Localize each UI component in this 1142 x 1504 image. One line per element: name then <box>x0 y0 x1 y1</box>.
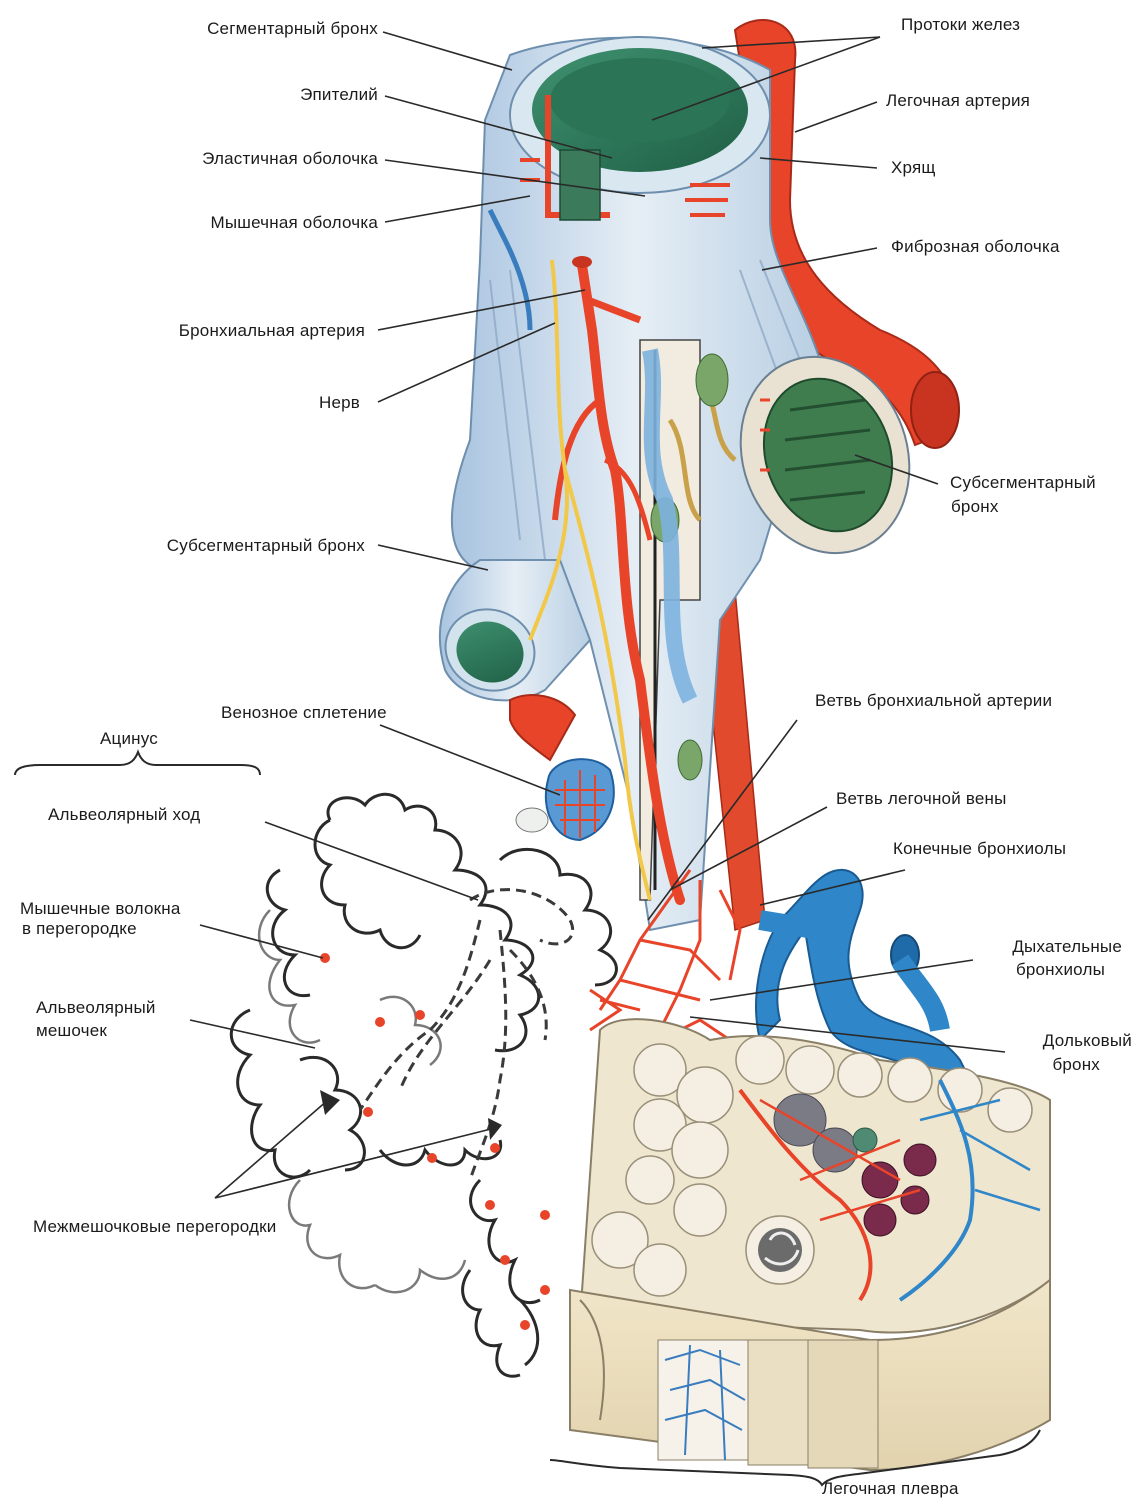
label-cartilage: Хрящ <box>891 157 936 179</box>
label-alveolar-duct: Альвеолярный ход <box>48 804 200 826</box>
label-nerve: Нерв <box>280 392 360 414</box>
label-intersaccular-septa: Межмешочковые перегородки <box>33 1216 276 1238</box>
subsegmental-bronchus-left-shape <box>434 560 590 760</box>
label-alveolar-sac-line1: Альвеолярный <box>36 997 156 1019</box>
label-fibrous-membrane: Фиброзная оболочка <box>891 236 1060 258</box>
label-alveolar-sac-line2: мешочек <box>36 1020 107 1042</box>
label-lobular-bronchus-line1: Дольковый <box>980 1030 1132 1052</box>
venous-plexus-shape <box>516 759 614 840</box>
acinus-outline <box>231 794 616 1376</box>
label-epithelium: Эпителий <box>220 84 378 106</box>
label-respiratory-bronchioles-line2: бронхиолы <box>960 959 1105 981</box>
label-muscle-fibers-line2: в перегородке <box>22 918 137 940</box>
label-acinus: Ацинус <box>100 728 158 750</box>
label-subsegmental-bronchus-right-line1: Субсегментарный <box>950 472 1096 494</box>
label-pulmonary-pleura: Легочная плевра <box>822 1478 959 1500</box>
label-gland-ducts: Протоки желез <box>901 14 1020 36</box>
acinus-grey-outline <box>259 910 465 1292</box>
label-pulmonary-vein-branch: Ветвь легочной вены <box>836 788 1007 810</box>
septum-muscle-dots <box>320 953 550 1330</box>
label-subsegmental-bronchus-left: Субсегментарный бронх <box>90 535 365 557</box>
label-respiratory-bronchioles-line1: Дыхательные <box>960 936 1122 958</box>
label-venous-plexus: Венозное сплетение <box>221 702 387 724</box>
label-lobular-bronchus-line2: бронх <box>980 1054 1100 1076</box>
label-bronchial-artery: Бронхиальная артерия <box>120 320 365 342</box>
label-pulmonary-artery: Легочная артерия <box>886 90 1030 112</box>
label-elastic-membrane: Эластичная оболочка <box>150 148 378 170</box>
acinus-brace <box>15 752 260 775</box>
label-terminal-bronchioles: Конечные бронхиолы <box>893 838 1066 860</box>
alveolar-duct-dashed <box>360 890 573 1180</box>
label-subsegmental-bronchus-right-line2: бронх <box>951 496 999 518</box>
label-bronchial-artery-branch: Ветвь бронхиальной артерии <box>815 690 1052 712</box>
label-segmental-bronchus: Сегментарный бронх <box>160 18 378 40</box>
label-muscular-membrane: Мышечная оболочка <box>150 212 378 234</box>
label-muscle-fibers-line1: Мышечные волокна <box>20 898 181 920</box>
